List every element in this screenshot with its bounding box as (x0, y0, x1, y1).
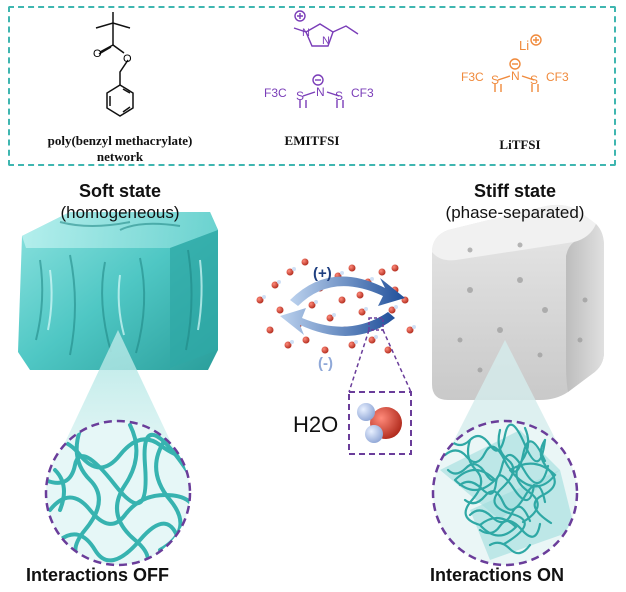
litfsi-structure (494, 34, 542, 92)
chemical-structures-panel (8, 6, 616, 166)
litfsi-s1: S (491, 73, 499, 87)
stiff-network-circle (431, 419, 579, 567)
pbma-structure (95, 12, 134, 117)
pbma-o2: O (123, 53, 132, 65)
emitfsi-n2: N (322, 35, 330, 47)
switch-plus-label: (+) (313, 265, 332, 282)
pbma-label: poly(benzyl methacrylate)network (47, 133, 193, 164)
litfsi-cf3-right: CF3 (546, 70, 569, 84)
emitfsi-structure (293, 10, 359, 108)
pbma-o1: O (93, 48, 102, 60)
emitfsi-s2: S (335, 89, 343, 103)
switch-arrows (280, 276, 405, 336)
stiff-interactions-label: Interactions ON (430, 565, 565, 585)
emitfsi-n1: N (302, 27, 310, 39)
soft-state-cube (18, 212, 218, 370)
soft-interactions-label: Interactions OFF (26, 565, 170, 585)
emitfsi-cf3-right: CF3 (351, 86, 374, 100)
emitfsi-n3: N (316, 85, 325, 99)
emitfsi-label: EMITFSI (284, 133, 340, 148)
litfsi-li: Li (519, 38, 529, 53)
soft-network-circle (44, 419, 192, 567)
soft-state-subtitle: (homogeneous) (60, 203, 180, 222)
litfsi-n: N (511, 69, 520, 83)
water-label: H2O (293, 412, 338, 437)
stiff-state-subtitle: (phase-separated) (445, 203, 585, 222)
litfsi-cf3-left: F3C (461, 70, 484, 84)
emitfsi-cf3-left: F3C (264, 86, 287, 100)
soft-state-title: Soft state (78, 181, 161, 201)
water-zoom-box (348, 317, 412, 455)
switch-minus-label: (-) (318, 355, 333, 372)
stiff-state-cube (432, 204, 604, 400)
water-molecules-cloud (256, 258, 416, 354)
litfsi-s2: S (530, 73, 538, 87)
stiff-state-title: Stiff state (473, 181, 556, 201)
litfsi-label: LiTFSI (499, 137, 541, 152)
emitfsi-s1: S (296, 89, 304, 103)
